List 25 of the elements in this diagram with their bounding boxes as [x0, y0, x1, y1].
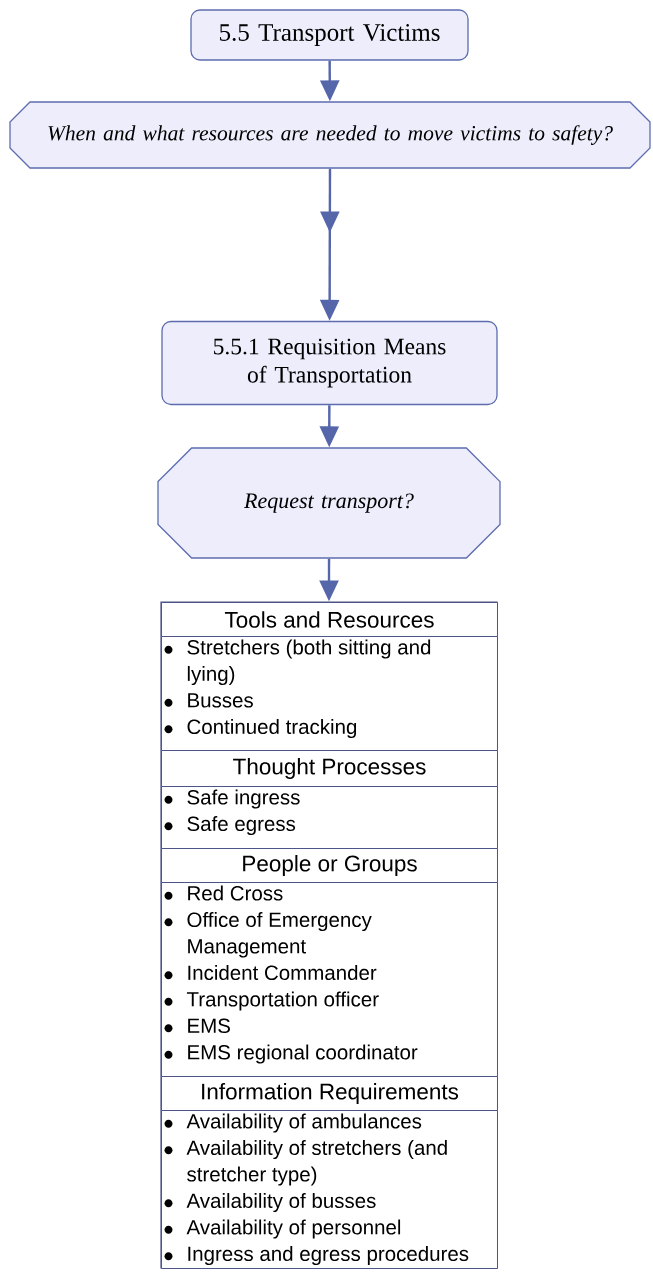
list-item: Busses	[164, 693, 253, 708]
list-item: Continued tracking	[164, 719, 357, 739]
list-item: Stretchers (both sitting and lying)	[164, 639, 431, 686]
list-item: EMS regional coordinator	[164, 1044, 418, 1064]
list-item: Ingress and egress procedures	[164, 1246, 469, 1266]
section-header: Information Requirements	[161, 1076, 498, 1111]
section-header: People or Groups	[161, 848, 498, 883]
list-item: Incident Commander	[164, 965, 377, 981]
list-item: Transportation officer	[164, 991, 379, 1011]
list-item: Safe ingress	[164, 789, 300, 809]
list-item: Office of Emergency Management	[164, 912, 372, 958]
process-box: 5.5.1 Requisition Means of Transportation	[161, 320, 498, 406]
list-item: Red Cross	[164, 885, 283, 901]
question-octagon: When and what resources are needed to move victims to safety?	[9, 101, 651, 169]
list-item: EMS	[164, 1018, 230, 1034]
list-item: Availability of personnel	[164, 1219, 401, 1239]
list-item: Availability of busses	[164, 1193, 376, 1213]
list-item: Safe egress	[164, 816, 296, 836]
list-cell	[161, 786, 498, 849]
list-item: Availability of stretchers (and stretcher type)	[164, 1140, 447, 1186]
section-header: Tools and Resources	[161, 602, 498, 637]
section-header: Thought Processes	[161, 750, 498, 787]
decision-octagon: Request transport?	[157, 447, 501, 559]
process-box: 5.5 Transport Victims	[190, 9, 469, 61]
list-item: Availability of ambulances	[164, 1113, 422, 1133]
